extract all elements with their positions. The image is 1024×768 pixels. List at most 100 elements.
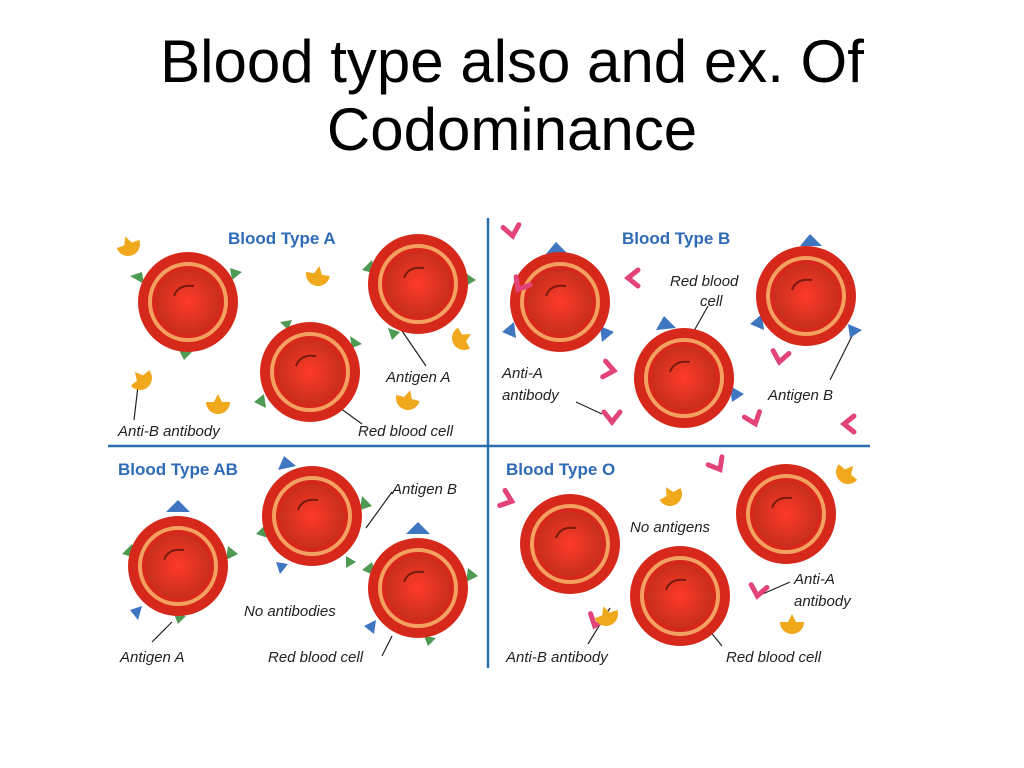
blood-type-diagram: Blood Type A Blood Type B Blood Type AB … [100,210,880,672]
leader-cell-a [339,407,363,425]
anti-a-antibody-marker [497,487,516,508]
cell-ring [270,332,350,412]
cell-highlight [791,278,813,291]
cell-center [386,556,450,620]
cell-ring [138,526,218,606]
antigen-a-marker [130,272,144,284]
slide-title-line-1: Blood type also and ex. Of [160,28,864,95]
antigen-a-marker [254,394,266,408]
antigen-a-marker [424,636,436,646]
anti-b-antibody-marker [594,606,618,626]
red-blood-cell [256,456,372,574]
leader-lines [133,305,853,657]
antigen-b-marker [276,562,288,574]
antigen-b-marker [750,314,764,330]
label-anti-a-antibody-line-2: antibody [794,593,852,610]
antigen-b-marker [800,234,822,246]
cell-highlight [173,284,195,297]
cell-center [386,252,450,316]
cell-ring [766,256,846,336]
cell-center [146,534,210,598]
red-blood-cell [502,242,614,352]
cell-highlight [555,526,577,539]
cell-highlight [669,360,691,373]
cell-highlight [403,266,425,279]
slide-title-line-2: Codominance [326,96,698,163]
label-anti-a-antibody-line-1: Anti-A [501,365,543,382]
antigen-a-marker [350,336,362,348]
red-blood-cell [750,234,862,346]
cell-highlight [771,496,793,509]
anti-a-antibody-marker [770,348,792,366]
leader-anti-a-b [575,401,603,415]
cell-ring [640,556,720,636]
panel-title-type-a: Blood Type A [228,229,336,248]
leader-antigen-b-ab [365,491,393,529]
antigen-b-marker [278,456,296,470]
red-blood-cell [362,234,476,340]
red-blood-cell [736,464,836,564]
cell-ring [746,474,826,554]
cell-center [278,340,342,404]
panel-type-b: Red blood cell Anti-A antibody Antigen B [500,222,862,435]
panel-type-o: No antigens Anti-A antibody Anti-B antib… [497,454,858,666]
anti-a-antibody-marker [500,222,522,240]
anti-b-antibody-marker [396,390,420,410]
cell-ring [272,476,352,556]
leader-anti-b-a [133,385,139,421]
panel-title-type-ab: Blood Type AB [118,460,238,479]
slide-title: Blood type also and ex. Of Codominance [0,28,1024,164]
label-antigen-a: Antigen A [119,649,185,666]
cell-ring [378,548,458,628]
antigen-b-marker [166,500,190,512]
red-blood-cell [130,252,242,360]
anti-a-antibody-marker [600,358,618,380]
antigen-a-marker [388,328,400,340]
anti-b-antibody-marker [452,327,471,350]
cell-highlight [297,498,319,511]
cell-highlight [665,578,687,591]
cell-ring [378,244,458,324]
cell-center [280,484,344,548]
cell-ring [520,262,600,342]
antigen-b-marker [848,324,862,338]
leader-cell-ab [381,635,393,657]
cell-ring [148,262,228,342]
cell-center [774,264,838,328]
label-no-antigens: No antigens [630,519,711,536]
red-blood-cell [630,546,730,646]
antigen-a-marker [346,556,356,568]
anti-a-antibody-marker [601,409,623,427]
leader-antigen-a [399,327,427,367]
antigen-b-marker [546,242,568,254]
red-blood-cell [122,500,238,624]
red-blood-cell [520,494,620,594]
anti-b-antibody-marker [780,614,804,634]
cell-center [528,270,592,334]
label-red-blood-cell-line-1: Red blood [670,273,739,290]
cell-center [538,512,602,576]
red-blood-cell [634,316,744,428]
label-anti-a-antibody-line-2: antibody [502,387,560,404]
cell-ring [644,338,724,418]
antigen-a-marker [226,546,238,560]
label-antigen-b: Antigen B [767,387,833,404]
cell-highlight [295,354,317,367]
panel-title-type-o: Blood Type O [506,460,615,479]
antigen-b-marker [656,316,676,330]
label-anti-a-antibody-line-1: Anti-A [793,571,835,588]
label-no-antibodies: No antibodies [244,603,336,620]
label-red-blood-cell: Red blood cell [268,649,364,666]
cell-center [648,564,712,628]
anti-a-antibody-marker [741,409,762,428]
antigen-a-marker [466,568,478,582]
antigen-b-marker [364,620,376,634]
label-antigen-b: Antigen B [391,481,457,498]
antigen-a-marker [360,496,372,510]
label-anti-b-antibody: Anti-B antibody [505,649,609,666]
label-red-blood-cell: Red blood cell [358,423,454,440]
anti-b-antibody-marker [836,464,858,484]
cell-center [156,270,220,334]
antigen-a-marker [230,268,242,280]
red-blood-cell [254,320,362,422]
